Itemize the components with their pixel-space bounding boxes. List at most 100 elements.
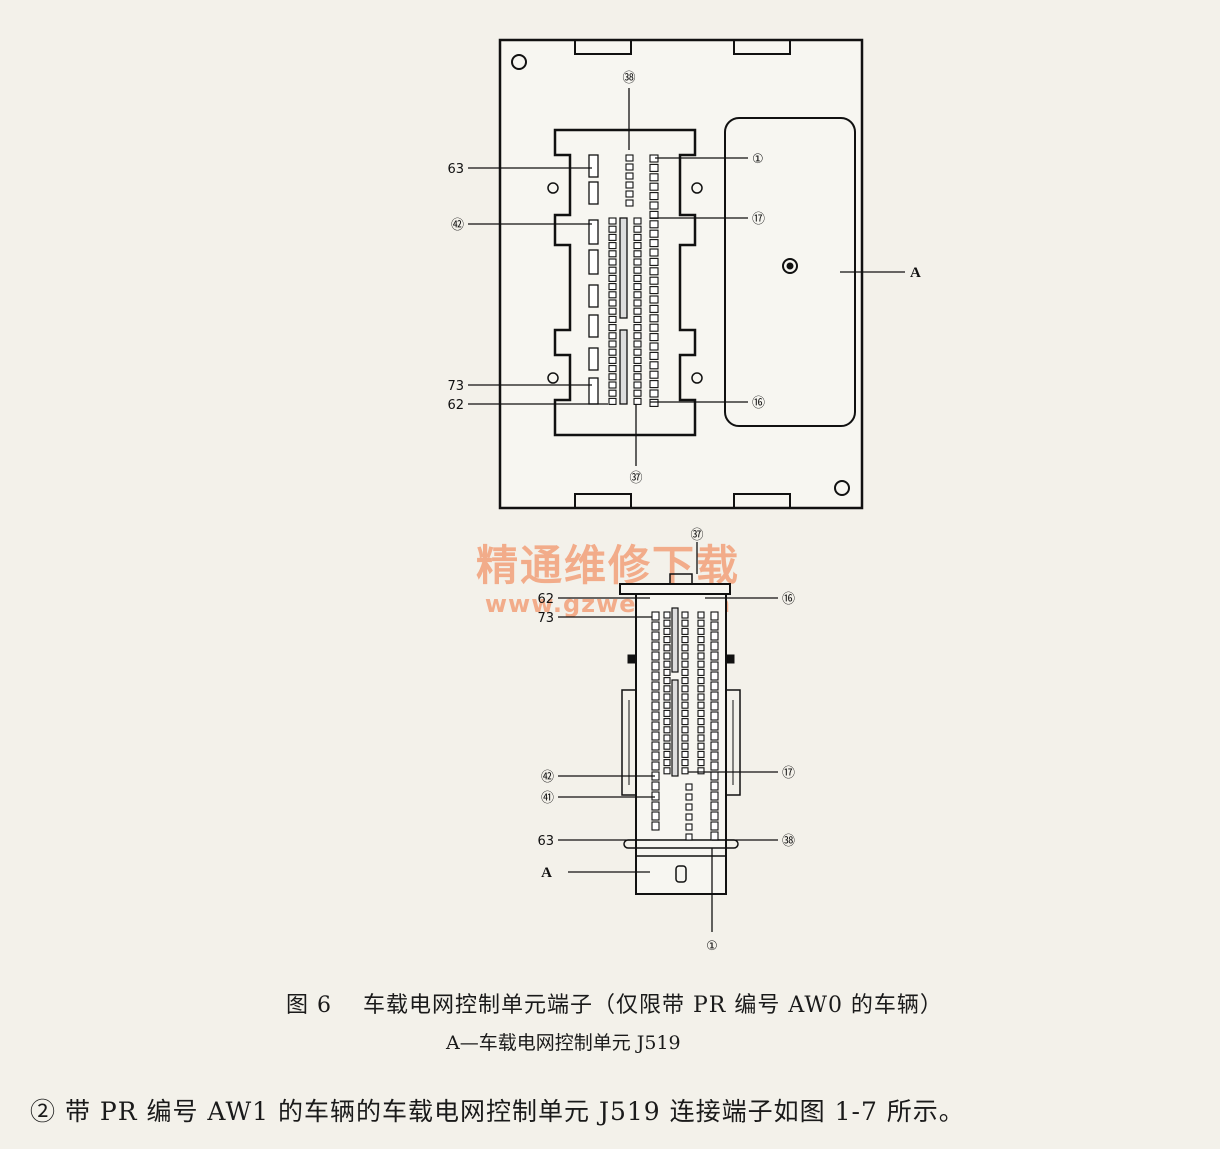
pin bbox=[633, 397, 642, 405]
label-pin-62: 62 bbox=[447, 398, 464, 413]
pin bbox=[651, 661, 660, 671]
figure-caption-legend: A—车载电网控制单元 J519 bbox=[446, 1032, 681, 1054]
pin bbox=[710, 691, 719, 701]
pin bbox=[663, 742, 671, 750]
pin bbox=[697, 611, 705, 619]
pin bbox=[651, 711, 660, 721]
pin bbox=[710, 641, 719, 651]
pin bbox=[608, 389, 617, 397]
pin bbox=[649, 342, 659, 351]
plug-bottom-flange bbox=[623, 839, 739, 849]
pin bbox=[663, 726, 671, 734]
region-a-screw bbox=[782, 258, 798, 274]
pin bbox=[710, 741, 719, 751]
region-a-screw bbox=[786, 262, 794, 270]
pin bbox=[663, 701, 671, 709]
pin bbox=[588, 249, 599, 275]
pin bbox=[651, 641, 660, 651]
pin bbox=[649, 192, 659, 201]
pin bbox=[608, 217, 617, 225]
pin bbox=[685, 783, 693, 791]
pin bbox=[697, 660, 705, 668]
pin bbox=[681, 685, 689, 693]
pin bbox=[649, 229, 659, 238]
pin bbox=[649, 314, 659, 323]
pin bbox=[633, 389, 642, 397]
pin bbox=[649, 380, 659, 389]
pin bbox=[710, 721, 719, 731]
pin bbox=[649, 220, 659, 229]
label-pin-73: 73 bbox=[537, 611, 554, 626]
pin bbox=[685, 823, 693, 831]
label-pin-16: ⑯ bbox=[782, 592, 795, 607]
pin bbox=[633, 324, 642, 332]
pin bbox=[608, 348, 617, 356]
pin bbox=[710, 671, 719, 681]
pin bbox=[651, 791, 660, 801]
separator bbox=[619, 329, 628, 405]
pin bbox=[625, 154, 634, 162]
side-view-leaders bbox=[558, 542, 778, 932]
pin bbox=[681, 767, 689, 775]
pin bbox=[649, 389, 659, 398]
clip bbox=[733, 493, 791, 509]
pin bbox=[633, 315, 642, 323]
pin bbox=[649, 286, 659, 295]
pin bbox=[710, 621, 719, 631]
pin bbox=[710, 771, 719, 781]
pin bbox=[608, 250, 617, 258]
pin bbox=[663, 709, 671, 717]
pin bbox=[608, 299, 617, 307]
pin bbox=[710, 711, 719, 721]
pin bbox=[633, 348, 642, 356]
pin bbox=[633, 242, 642, 250]
pin bbox=[651, 621, 660, 631]
pin bbox=[681, 718, 689, 726]
pin bbox=[681, 734, 689, 742]
pin bbox=[697, 644, 705, 652]
pin bbox=[633, 258, 642, 266]
pin bbox=[633, 250, 642, 258]
pin bbox=[663, 693, 671, 701]
label-pin-42: ㊷ bbox=[451, 218, 464, 233]
pin bbox=[649, 210, 659, 219]
pin bbox=[681, 701, 689, 709]
pin bbox=[697, 619, 705, 627]
separator bbox=[671, 679, 679, 777]
pin bbox=[608, 315, 617, 323]
pin bbox=[649, 182, 659, 191]
pin bbox=[697, 636, 705, 644]
plug-flange bbox=[619, 583, 731, 595]
label-pin-63: 63 bbox=[537, 834, 554, 849]
pin bbox=[697, 742, 705, 750]
pin bbox=[633, 332, 642, 340]
pin bbox=[663, 660, 671, 668]
pin bbox=[633, 299, 642, 307]
pin bbox=[651, 821, 660, 831]
pin bbox=[651, 721, 660, 731]
pin bbox=[681, 627, 689, 635]
separator bbox=[619, 217, 628, 319]
label-pin-37: ㊲ bbox=[629, 471, 642, 486]
pin bbox=[649, 333, 659, 342]
pin bbox=[681, 660, 689, 668]
pin bbox=[633, 307, 642, 315]
pin bbox=[697, 718, 705, 726]
top-view-unit bbox=[498, 38, 864, 510]
plug-latch bbox=[627, 654, 637, 664]
pin bbox=[588, 347, 599, 371]
pin bbox=[710, 781, 719, 791]
pin bbox=[697, 701, 705, 709]
pin bbox=[681, 709, 689, 717]
pin bbox=[663, 627, 671, 635]
pin bbox=[697, 693, 705, 701]
label-pin-73: 73 bbox=[447, 379, 464, 394]
label-pin-38: ㊳ bbox=[622, 71, 635, 86]
pin bbox=[651, 631, 660, 641]
pin bbox=[588, 154, 599, 178]
pin bbox=[681, 636, 689, 644]
pin bbox=[681, 677, 689, 685]
pin bbox=[651, 801, 660, 811]
label-part-a: A bbox=[541, 865, 552, 881]
pin bbox=[697, 750, 705, 758]
